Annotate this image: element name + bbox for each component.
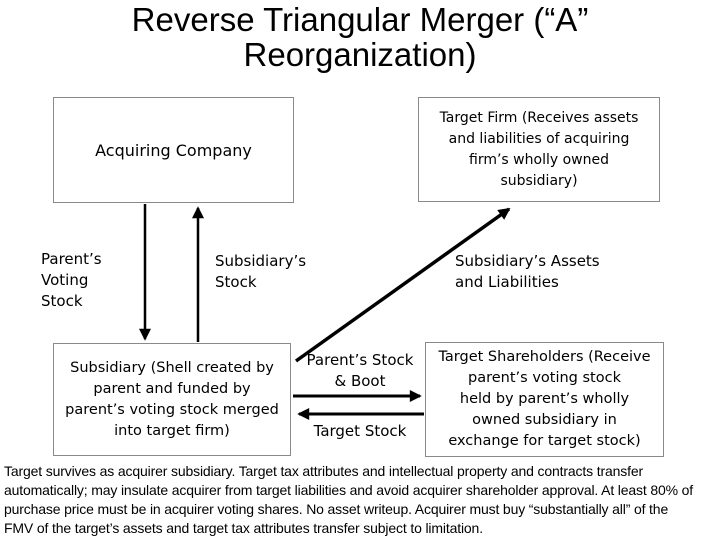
box-acquiring-company-label: Acquiring Company: [95, 140, 252, 160]
slide-title: Reverse Triangular Merger (“A” Reorganiz…: [131, 1, 589, 73]
label-subsidiarys-assets-liabilities: Subsidiary’s Assets and Liabilities: [455, 252, 600, 291]
arrow-diagonal-subsidiarys-assets: [294, 207, 511, 363]
label-parents-voting-stock: Parent’s Voting Stock: [41, 250, 102, 310]
box-acquiring-company: Acquiring Company: [53, 97, 294, 203]
box-target-shareholders-label: Target Shareholders (Receive parent’s vo…: [438, 349, 651, 449]
box-subsidiary: Subsidiary (Shell created by parent and …: [53, 343, 291, 456]
footer-note: Target survives as acquirer subsidiary. …: [4, 463, 694, 536]
box-target-firm: Target Firm (Receives assets and liabili…: [418, 97, 660, 202]
label-target-stock: Target Stock: [313, 422, 407, 440]
box-subsidiary-label: Subsidiary (Shell created by parent and …: [65, 359, 279, 439]
box-target-shareholders: Target Shareholders (Receive parent’s vo…: [425, 342, 664, 457]
label-parents-stock-and-boot: Parent’s Stock & Boot: [306, 351, 414, 390]
box-target-firm-label: Target Firm (Receives assets and liabili…: [439, 109, 639, 189]
label-subsidiarys-stock: Subsidiary’s Stock: [215, 252, 307, 291]
